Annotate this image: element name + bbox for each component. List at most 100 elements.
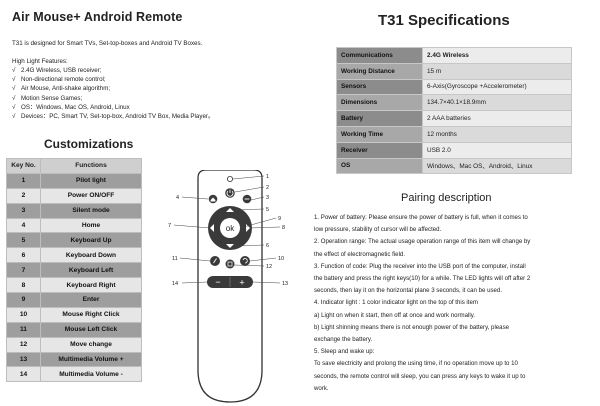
intro-text: T31 is designed for Smart TVs, Set-top-b… xyxy=(12,40,203,47)
spec-value: USB 2.0 xyxy=(422,141,572,159)
table-header-row: Key No. Functions xyxy=(6,158,142,174)
spec-label: Working Time xyxy=(336,125,423,143)
highlight-item: Air Mouse, Anti-shake algorithm; xyxy=(12,84,214,93)
pairing-description: 1. Power of battery: Please ensure the p… xyxy=(314,212,594,395)
callout-label: 8 xyxy=(282,225,285,231)
key-number: 2 xyxy=(6,187,41,204)
key-function: Multimedia Volume + xyxy=(40,351,142,368)
pairing-line: exchange the battery. xyxy=(314,336,373,344)
key-function: Keyboard Down xyxy=(40,247,142,264)
volume-up-label: + xyxy=(239,278,244,288)
spec-value: Windows、Mac OS、Android、Linux xyxy=(422,157,572,175)
key-function: Power ON/OFF xyxy=(40,187,142,204)
spec-label: Receiver xyxy=(336,141,423,159)
callout-label: 14 xyxy=(172,281,178,287)
pairing-line: 2. Operation range: The actual usage ope… xyxy=(314,238,531,246)
key-number: 4 xyxy=(6,217,41,234)
pairing-line: 3. Function of code: Plug the receiver i… xyxy=(314,262,526,270)
key-function: Move change xyxy=(40,336,142,353)
key-function: Enter xyxy=(40,292,142,308)
header-key-no: Key No. xyxy=(6,158,41,174)
spec-label: OS xyxy=(336,157,423,175)
spec-value: 15 m xyxy=(422,62,572,80)
pairing-title: Pairing description xyxy=(401,192,492,204)
spec-label: Communications xyxy=(336,47,423,64)
move-change-button[interactable] xyxy=(225,259,235,269)
key-number: 14 xyxy=(6,366,41,383)
header-functions: Functions xyxy=(40,158,142,174)
pairing-line: work. xyxy=(314,384,329,392)
pairing-line: the effect of electromagnetic field. xyxy=(314,250,406,258)
key-number: 1 xyxy=(6,172,41,189)
spec-label: Sensors xyxy=(336,78,423,96)
key-number: 8 xyxy=(6,277,41,294)
pairing-line: 4. Indicator light : 1 color indicator l… xyxy=(314,299,478,307)
key-function: Mouse Right Click xyxy=(40,306,142,323)
pairing-line: 5. Sleep and wake up: xyxy=(314,348,375,356)
spec-label: Dimensions xyxy=(336,94,423,112)
key-number: 7 xyxy=(6,262,41,279)
highlight-item: OS：Windows, Mac OS, Android, Linux xyxy=(12,103,214,112)
ok-label: ok xyxy=(226,224,235,233)
key-number: 10 xyxy=(6,306,41,323)
callout-label: 3 xyxy=(266,195,269,201)
highlight-item: Non-directional remote control; xyxy=(12,75,214,84)
key-number: 12 xyxy=(6,336,41,353)
callout-label: 10 xyxy=(278,256,284,262)
callout-label: 2 xyxy=(266,185,269,191)
customizations-title: Customizations xyxy=(44,137,134,151)
highlight-item: 2.4G Wireless, USB receiver; xyxy=(12,66,214,75)
pairing-line: seconds, the remote control will sleep, … xyxy=(314,372,526,380)
specifications-title: T31 Specifications xyxy=(378,12,510,29)
left-arrow-icon xyxy=(210,224,214,232)
key-number: 3 xyxy=(6,202,41,219)
key-function: Keyboard Right xyxy=(40,277,142,294)
key-function: Keyboard Up xyxy=(40,232,142,249)
spec-label: Battery xyxy=(336,110,423,127)
down-arrow-icon xyxy=(226,244,234,248)
callout-label: 13 xyxy=(282,281,288,287)
callout-label: 7 xyxy=(168,223,171,229)
key-number: 13 xyxy=(6,351,41,368)
left-title: Air Mouse+ Android Remote xyxy=(12,10,183,24)
ok-button[interactable] xyxy=(220,218,240,238)
key-number: 9 xyxy=(6,292,41,308)
pairing-line: 1. Power of battery: Please ensure the p… xyxy=(314,214,528,221)
pairing-line: the battery and press the right keys(10)… xyxy=(314,275,531,283)
mouse-right-click-button[interactable] xyxy=(240,256,250,266)
pairing-line: a) Light on when it start, then off at o… xyxy=(314,311,476,319)
volume-down-label: − xyxy=(215,277,220,287)
highlight-item: Devices：PC, Smart TV, Set-top-box, Andro… xyxy=(12,112,214,121)
highlight-list: 2.4G Wireless, USB receiver; Non-directi… xyxy=(12,66,214,121)
pilot-light-icon xyxy=(227,176,234,182)
key-number: 11 xyxy=(6,321,41,338)
key-function: Mouse Left Click xyxy=(40,321,142,338)
spec-label: Working Distance xyxy=(336,62,423,80)
key-function: Pilot light xyxy=(40,172,142,189)
pairing-line: low pressure, stability of cursor will b… xyxy=(314,226,442,234)
callout-label: 9 xyxy=(278,216,281,222)
callout-label: 11 xyxy=(172,256,178,262)
key-function: Home xyxy=(40,217,142,234)
highlight-item: Motion Sense Games; xyxy=(12,94,214,103)
pairing-line: seconds, then lay it on the horizontal p… xyxy=(314,287,503,295)
pairing-line: To save electricity and prolong the usin… xyxy=(314,360,518,368)
spec-value: 6-Axis(Gyroscope +Accelerometer) xyxy=(422,78,572,96)
callout-label: 5 xyxy=(266,207,269,213)
